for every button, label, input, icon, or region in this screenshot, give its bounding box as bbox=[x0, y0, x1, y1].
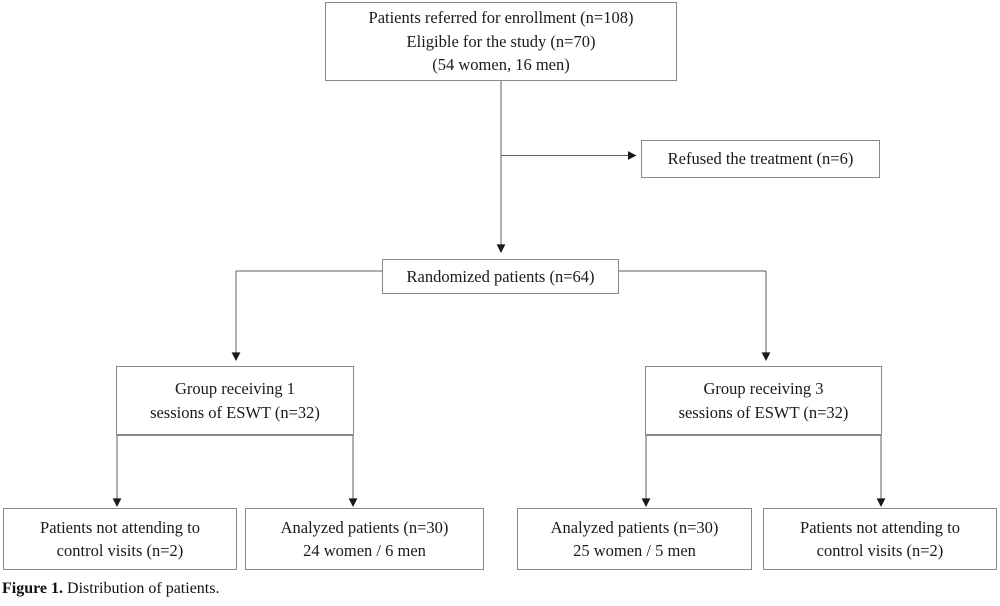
node-group1-dropout: Patients not attending to control visits… bbox=[3, 508, 237, 570]
figure-caption-text: Distribution of patients. bbox=[67, 580, 220, 597]
node-group1-analyzed: Analyzed patients (n=30) 24 women / 6 me… bbox=[245, 508, 484, 570]
node-enrollment-text: Patients referred for enrollment (n=108)… bbox=[368, 8, 634, 75]
figure-caption-label: Figure 1. bbox=[2, 580, 64, 597]
node-group3-head: Group receiving 3 sessions of ESWT (n=32… bbox=[646, 367, 881, 435]
node-group1-analyzed-text: Analyzed patients (n=30) 24 women / 6 me… bbox=[280, 517, 449, 560]
node-enrollment: Patients referred for enrollment (n=108)… bbox=[325, 2, 677, 81]
node-group3-dropout-text: Patients not attending to control visits… bbox=[800, 517, 960, 560]
node-group1: Group receiving 1 sessions of ESWT (n=32… bbox=[116, 366, 354, 436]
node-group1-head: Group receiving 1 sessions of ESWT (n=32… bbox=[117, 367, 353, 435]
node-group3-analyzed-text: Analyzed patients (n=30) 25 women / 5 me… bbox=[550, 517, 719, 560]
node-refused-text: Refused the treatment (n=6) bbox=[667, 149, 854, 169]
node-group3-text: Group receiving 3 sessions of ESWT (n=32… bbox=[678, 379, 849, 422]
node-group1-dropout-text: Patients not attending to control visits… bbox=[40, 517, 200, 560]
node-group3-analyzed: Analyzed patients (n=30) 25 women / 5 me… bbox=[517, 508, 752, 570]
node-group3: Group receiving 3 sessions of ESWT (n=32… bbox=[645, 366, 882, 436]
node-group3-dropout: Patients not attending to control visits… bbox=[763, 508, 997, 570]
node-randomized-text: Randomized patients (n=64) bbox=[406, 266, 595, 286]
node-refused: Refused the treatment (n=6) bbox=[641, 140, 880, 178]
node-randomized: Randomized patients (n=64) bbox=[382, 259, 619, 294]
node-group1-text: Group receiving 1 sessions of ESWT (n=32… bbox=[150, 379, 320, 422]
figure-caption: Figure 1. Distribution of patients. bbox=[2, 580, 219, 598]
